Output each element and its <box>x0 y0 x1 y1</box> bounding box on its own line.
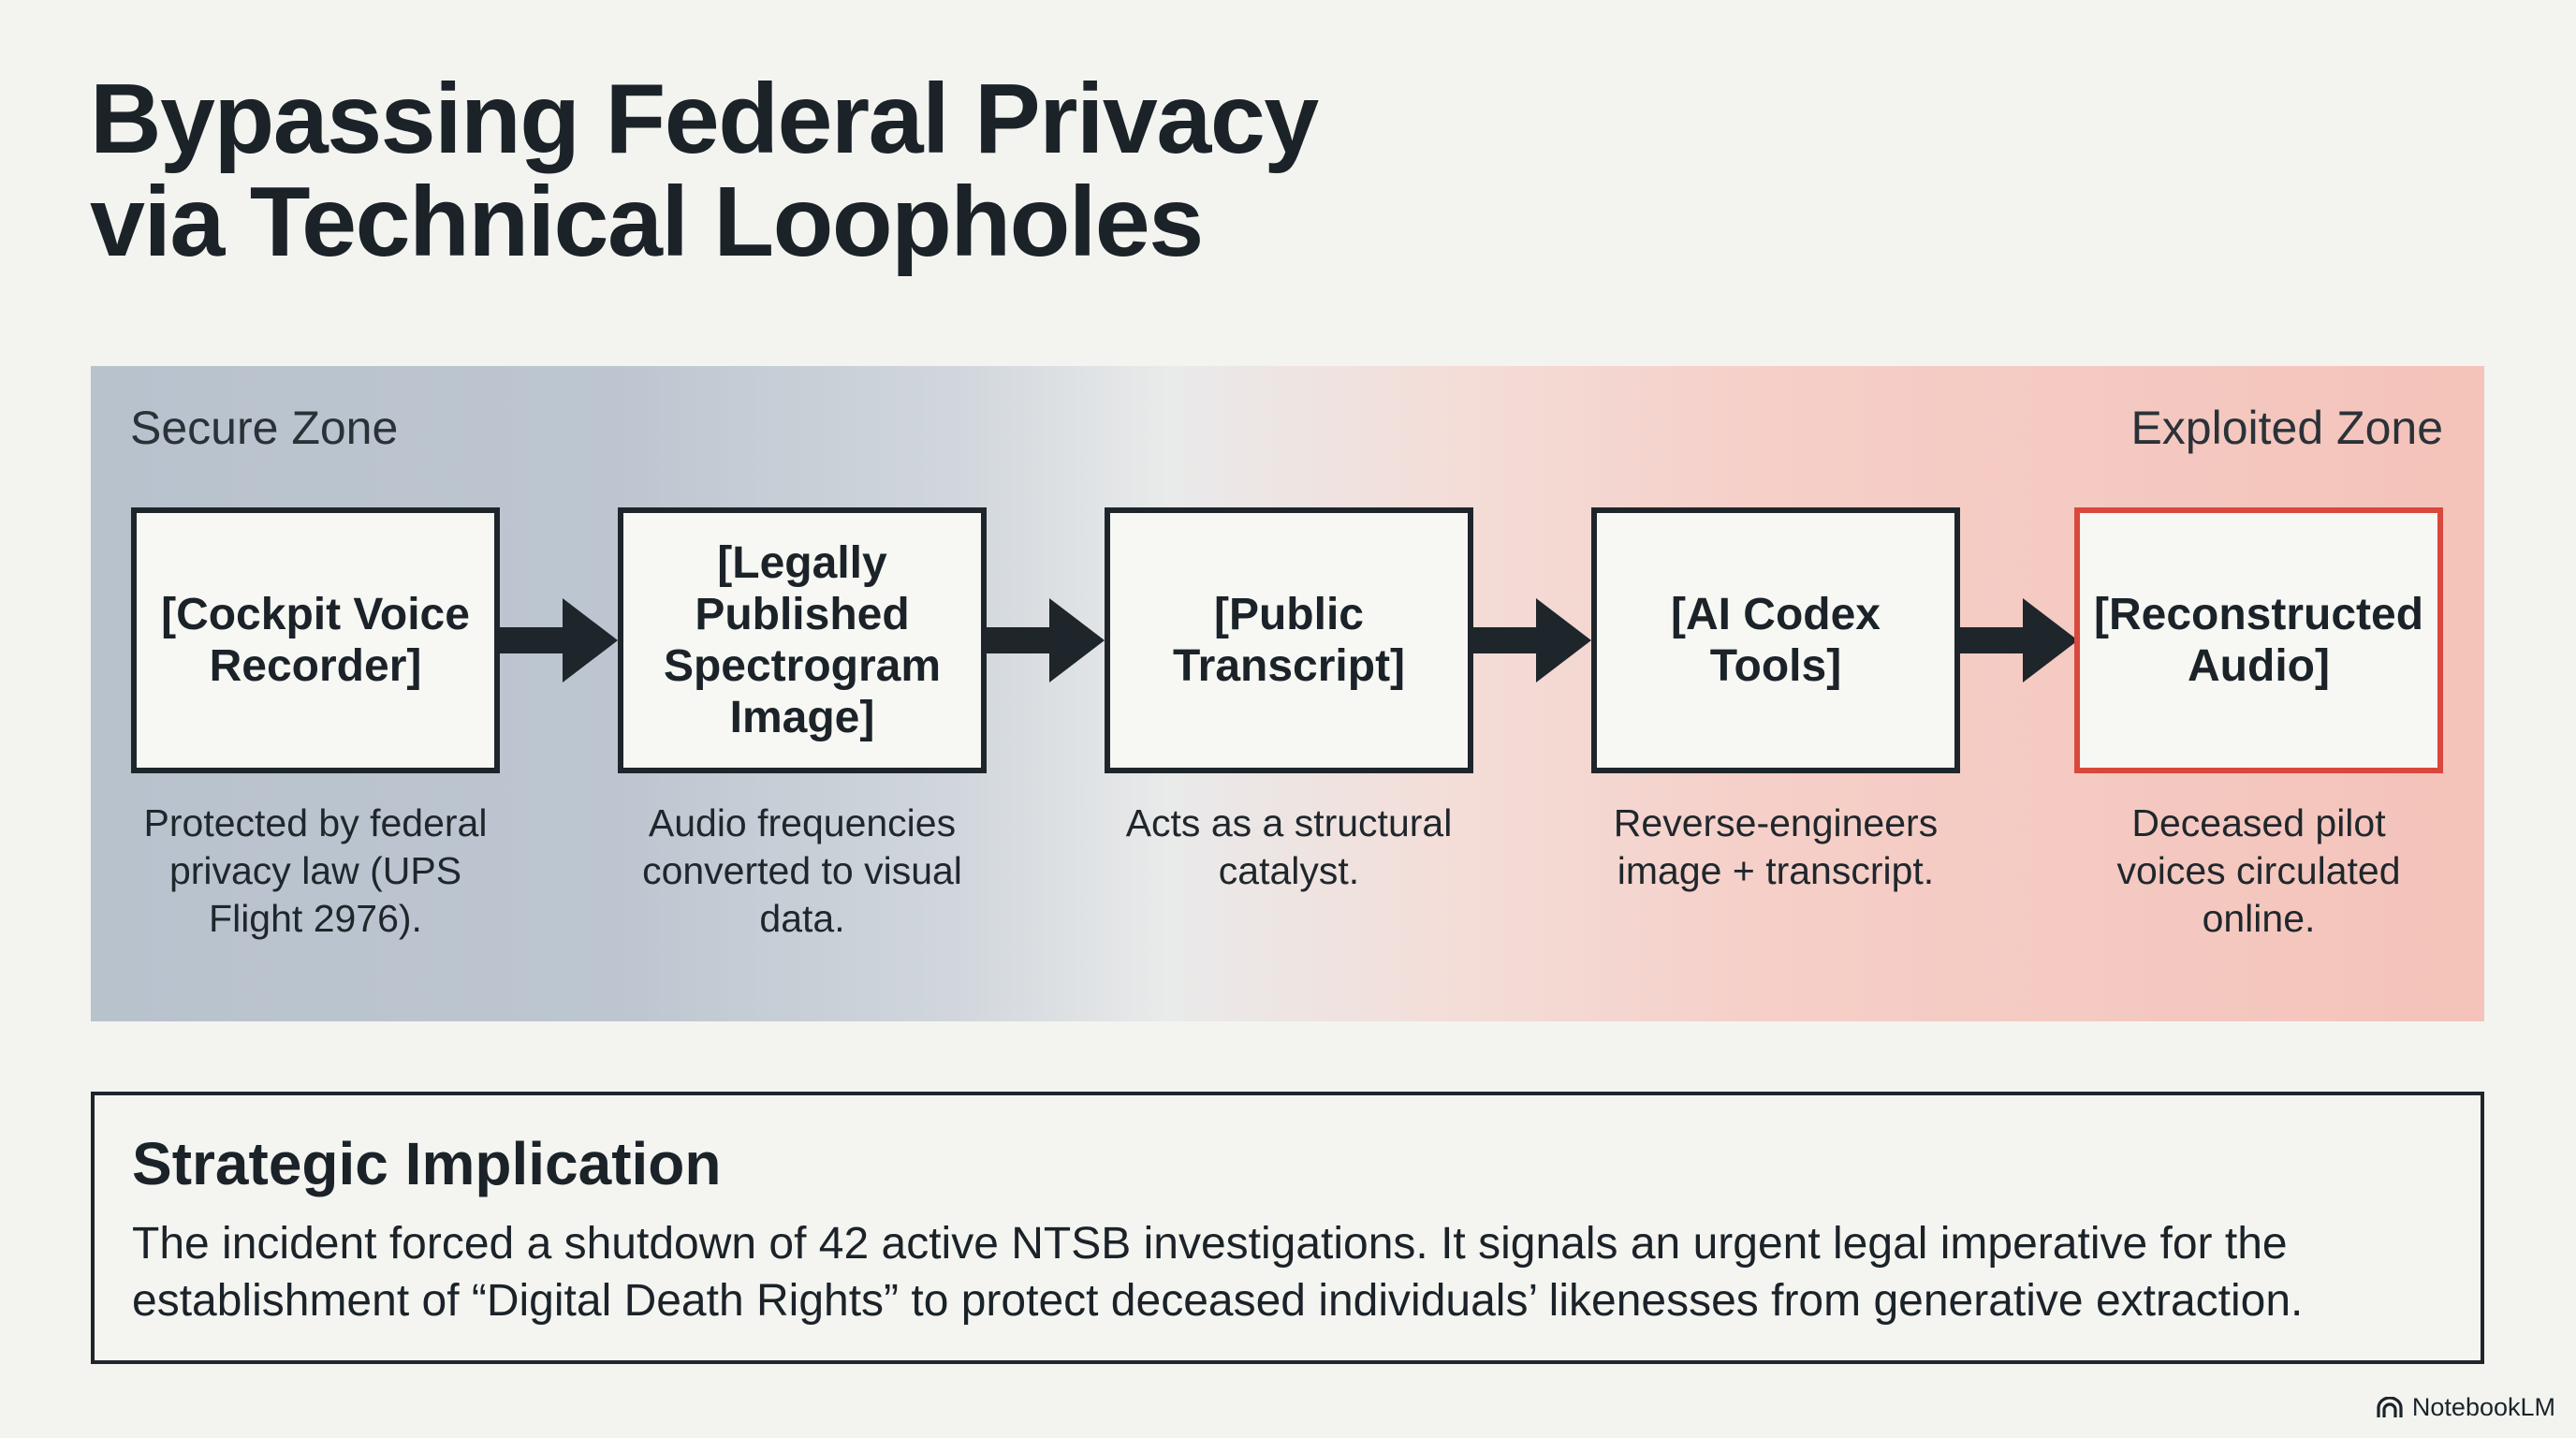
implication-body: The incident forced a shutdown of 42 act… <box>132 1219 2304 1326</box>
secure-zone-label: Secure Zone <box>130 402 399 454</box>
title-line-1: Bypassing Federal Privacy <box>90 64 1319 174</box>
step-label: [Reconstructed Audio] <box>2093 590 2424 691</box>
step-label: [Public Transcript] <box>1172 590 1406 691</box>
brand-watermark: NotebookLM <box>2377 1393 2555 1422</box>
step-caption: Deceased pilot voices circulated online. <box>2116 801 2401 940</box>
exploited-zone-label: Exploited Zone <box>2130 402 2443 454</box>
step-caption: Audio frequencies converted to visual da… <box>642 801 962 940</box>
flow-diagram: Secure Zone Exploited Zone [Cockpit Voic… <box>91 366 2484 1021</box>
brand-name: NotebookLM <box>2411 1393 2555 1421</box>
title-line-2: via Technical Loopholes <box>90 167 1204 277</box>
strategic-implication-box: Strategic Implication The incident force… <box>91 1092 2484 1364</box>
page-title: Bypassing Federal Privacy via Technical … <box>90 67 1494 273</box>
step-public-transcript: [Public Transcript] <box>1105 507 1473 773</box>
arrow-right-icon <box>1473 598 1591 682</box>
step-caption: Reverse-engineers image + transcript. <box>1613 801 1939 892</box>
step-reconstructed-audio: [Reconstructed Audio] <box>2074 507 2443 773</box>
step-caption: Acts as a structural catalyst. <box>1125 801 1453 892</box>
step-label: [AI Codex Tools] <box>1670 590 1881 691</box>
step-cockpit-voice-recorder: [Cockpit Voice Recorder] <box>131 507 500 773</box>
implication-title: Strategic Implication <box>132 1130 722 1197</box>
notebooklm-logo-icon <box>2377 1396 2403 1417</box>
arrow-right-icon <box>1960 598 2078 682</box>
arrow-right-icon <box>500 598 618 682</box>
step-caption: Protected by federal privacy law (UPS Fl… <box>143 801 488 940</box>
step-label: [Cockpit Voice Recorder] <box>161 590 470 691</box>
step-ai-codex-tools: [AI Codex Tools] <box>1591 507 1960 773</box>
step-label: [Legally Published Spectrogram Image] <box>663 538 942 742</box>
step-spectrogram-image: [Legally Published Spectrogram Image] <box>618 507 987 773</box>
arrow-right-icon <box>987 598 1105 682</box>
